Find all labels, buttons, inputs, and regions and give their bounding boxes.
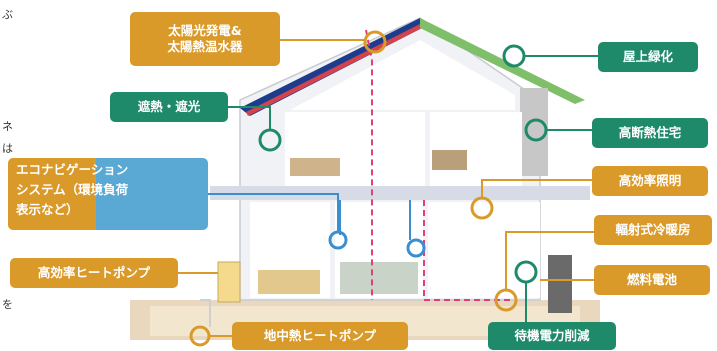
desk <box>432 150 467 170</box>
label-eco-navigation-box <box>8 158 208 230</box>
label-high-insulation: 高断熱住宅 <box>592 118 708 148</box>
label-solar-line1: 太陽光発電& <box>168 23 242 38</box>
stray-char-4: を <box>2 298 13 311</box>
label-fuel-cell: 燃料電池 <box>594 265 710 295</box>
label-efficient-lighting: 高効率照明 <box>592 166 708 196</box>
room-upper-right <box>430 112 522 187</box>
flow-red-vertical <box>365 29 373 300</box>
label-eco-navigation: エコナビゲーション システム（環境負荷 表示など） <box>16 160 196 220</box>
attic <box>290 40 515 110</box>
flow-red-lower <box>423 200 510 301</box>
nav-box-orange-part <box>8 158 96 230</box>
anchor-nav-2 <box>406 238 426 258</box>
label-heat-pump: 高効率ヒートポンプ <box>10 258 178 288</box>
heat-pump-unit <box>217 261 241 303</box>
solar-roof <box>240 18 426 116</box>
floor-band <box>210 186 590 200</box>
insulated-wall <box>520 88 548 176</box>
label-solar-line2: 太陽熱温水器 <box>167 39 243 54</box>
eco-nav-line2: システム（環境負荷 <box>16 182 129 197</box>
label-radiant-hvac: 輻射式冷暖房 <box>594 215 712 245</box>
kitchen-counter <box>340 262 418 294</box>
label-heat-shade: 遮熱・遮光 <box>110 92 228 122</box>
table <box>258 270 320 294</box>
eco-nav-line3: 表示など） <box>16 202 79 217</box>
flow-blue <box>339 200 411 240</box>
label-ground-heat-pump: 地中熱ヒートポンプ <box>232 322 408 350</box>
eco-nav-line1: エコナビゲーション <box>16 162 129 177</box>
green-roof <box>420 18 585 104</box>
label-solar: 太陽光発電& 太陽熱温水器 <box>130 12 280 66</box>
bed <box>290 158 340 176</box>
anchor-solar <box>363 30 387 54</box>
anchor-roof <box>502 44 526 68</box>
leader-lines <box>178 39 598 337</box>
label-standby-power: 待機電力削減 <box>488 322 616 350</box>
fuel-cell-unit <box>548 255 572 313</box>
stray-char-3: は <box>2 142 13 155</box>
stray-char-2: ネ <box>2 120 13 133</box>
nav-box-blue-part <box>96 158 208 230</box>
stray-char-1: ぶ <box>2 8 13 21</box>
roof-trim <box>246 24 422 116</box>
label-roof-greening: 屋上緑化 <box>598 42 698 72</box>
